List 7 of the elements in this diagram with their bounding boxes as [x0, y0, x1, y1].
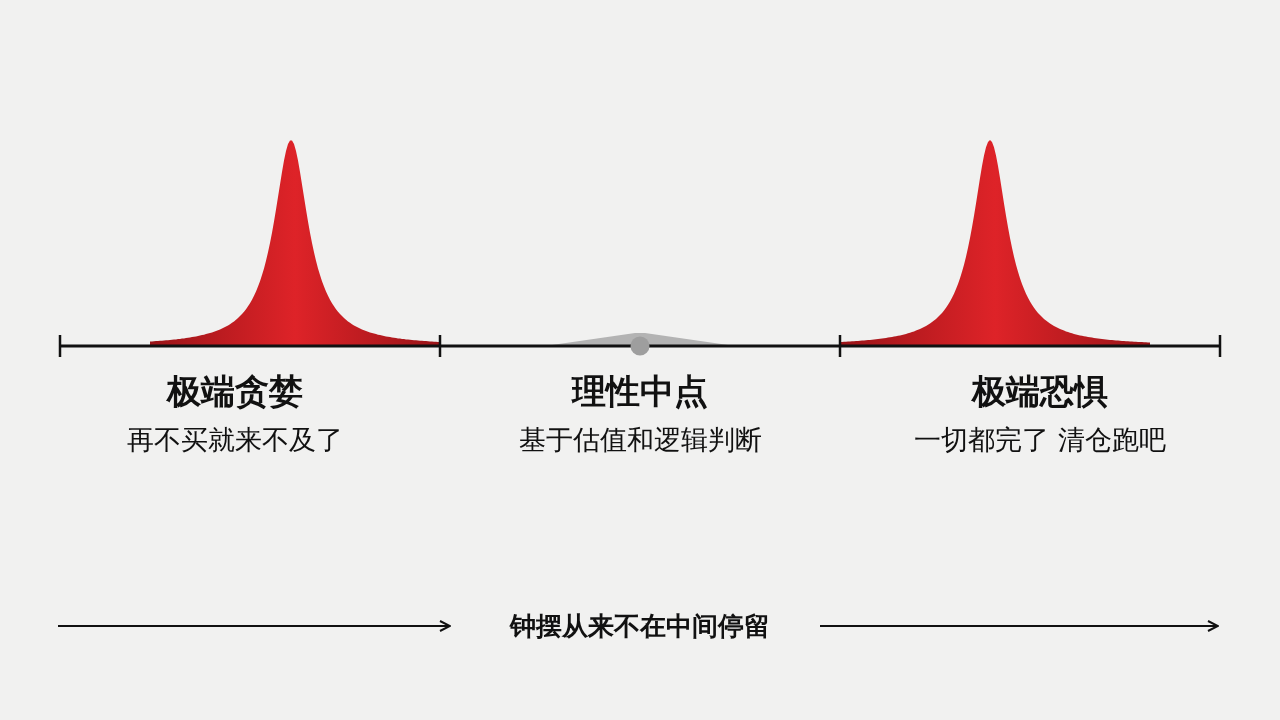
zone-description: 基于估值和逻辑判断 [518, 424, 762, 457]
arrow-caption: 钟摆从来不在中间停留 [510, 611, 770, 643]
zone-description: 一切都完了 清仓跑吧 [914, 424, 1166, 457]
zone-description: 再不买就来不及了 [127, 424, 343, 457]
zone-heading: 极端恐惧 [972, 371, 1108, 412]
zone-heading: 理性中点 [572, 371, 708, 412]
zone-heading: 极端贪婪 [167, 371, 303, 412]
